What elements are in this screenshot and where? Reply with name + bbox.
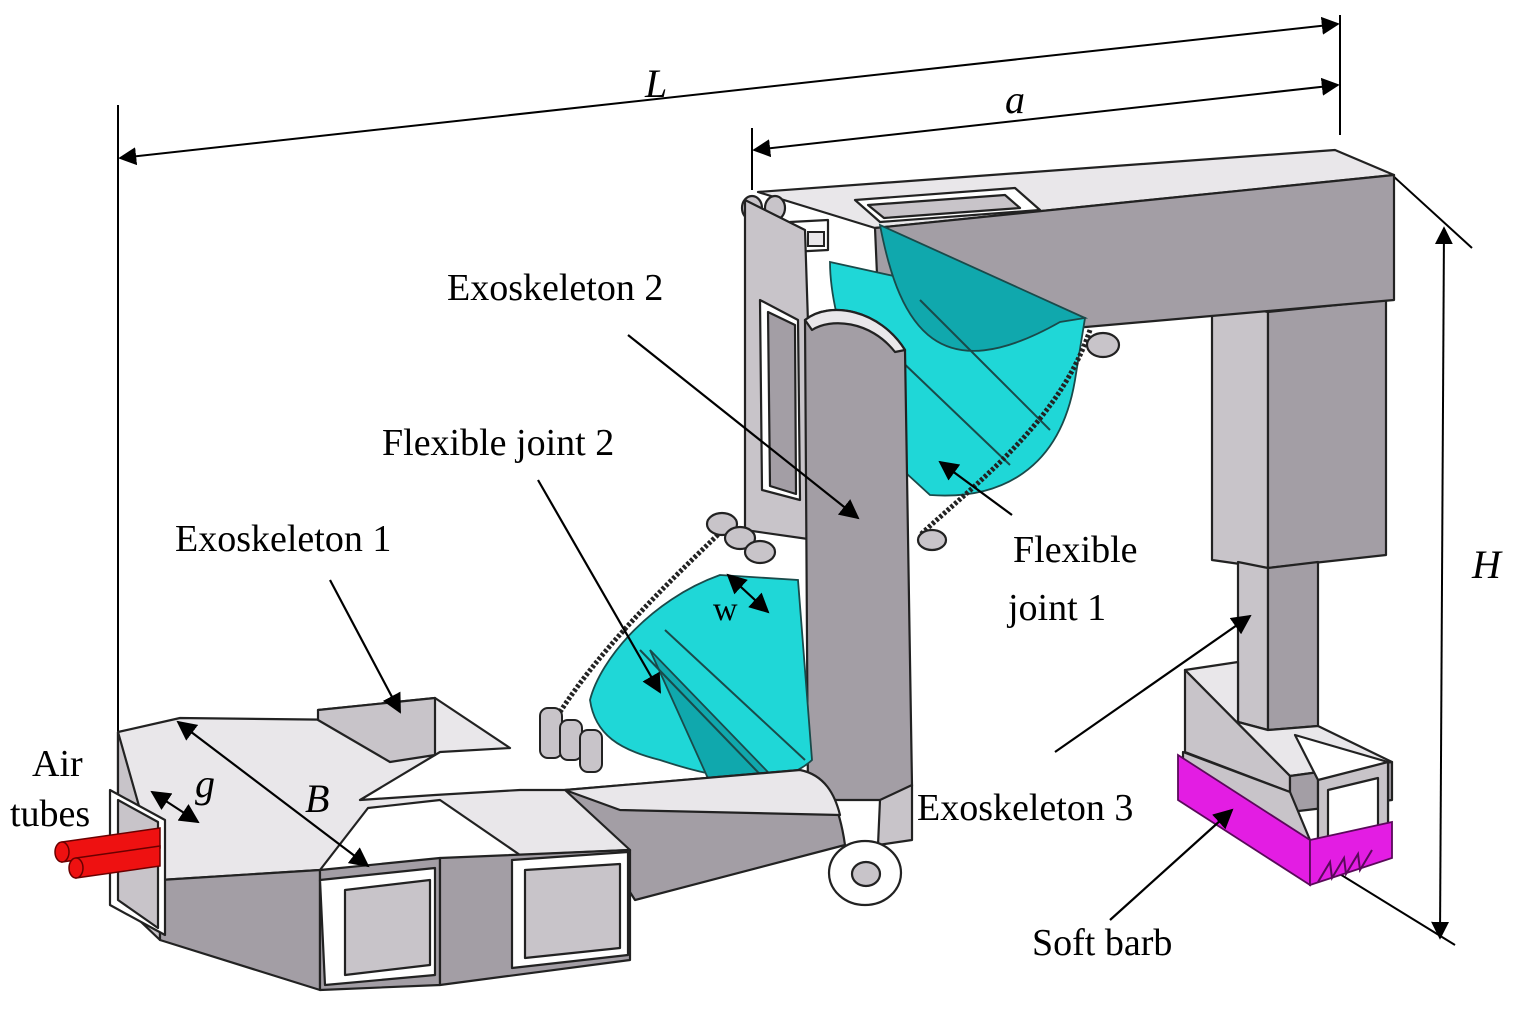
label-flexible-joint-1-line1: Flexible — [1013, 529, 1138, 571]
joint2-segment-line — [639, 649, 781, 796]
leader-flexible-joint-1 — [938, 460, 1013, 516]
joint2-segment-line — [664, 629, 806, 761]
leader-exoskeleton-2 — [627, 334, 860, 520]
label-flexible-joint-2: Flexible joint 2 — [382, 422, 614, 464]
dimension-lines — [117, 15, 1473, 946]
joint2-chain — [557, 526, 727, 714]
dimension-H-line — [1431, 226, 1453, 940]
label-soft-barb: Soft barb — [1032, 922, 1172, 964]
dimension-a-label: a — [1005, 77, 1025, 122]
label-air-tubes-line1: Air — [32, 743, 83, 785]
label-exoskeleton-1: Exoskeleton 1 — [175, 518, 391, 560]
exoskeleton-1 — [108, 696, 903, 992]
barb-teeth — [1317, 849, 1373, 883]
extension-line-H-bottom — [1329, 867, 1456, 946]
label-exoskeleton-2: Exoskeleton 2 — [447, 267, 663, 309]
dimension-H-label: H — [1471, 542, 1503, 587]
exoskeleton-2-frame — [743, 198, 817, 542]
dimension-w-line — [726, 573, 770, 614]
leader-flexible-joint-2 — [537, 479, 661, 694]
joint1-segment-line — [894, 354, 1011, 466]
dimension-w-label: w — [713, 591, 738, 628]
joint1-chain — [918, 329, 1093, 537]
dimension-B-line — [176, 720, 370, 868]
dimension-L-label: L — [644, 61, 667, 106]
dimension-g-line — [150, 790, 200, 824]
dimension-a-line — [752, 77, 1340, 158]
label-air-tubes-line2: tubes — [10, 793, 90, 835]
dimension-g-label: g — [195, 761, 215, 806]
leader-exoskeleton-3 — [1054, 614, 1252, 753]
dimension-L-line — [118, 16, 1340, 166]
exoskeleton-2 — [803, 308, 914, 847]
leader-exoskeleton-1 — [329, 579, 401, 714]
joint1-segment-line — [919, 299, 1051, 431]
leader-lines — [150, 334, 1252, 921]
label-flexible-joint-1-line2: joint 1 — [1006, 587, 1106, 629]
leader-soft-barb — [1109, 808, 1234, 921]
labels: Exoskeleton 2 Flexible joint 2 Exoskelet… — [10, 61, 1503, 964]
label-exoskeleton-3: Exoskeleton 3 — [917, 787, 1133, 829]
exoskeleton-3 — [1177, 298, 1394, 887]
extension-line-H-top — [1391, 174, 1473, 249]
air-tubes — [54, 827, 161, 879]
dimension-B-label: B — [305, 776, 329, 821]
